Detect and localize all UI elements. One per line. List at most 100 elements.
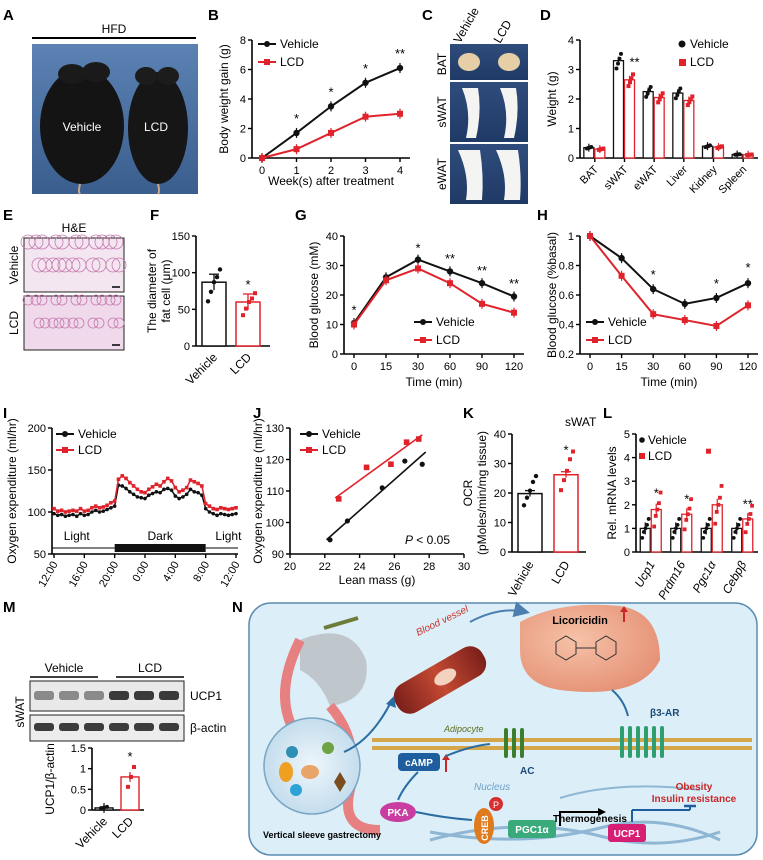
data-point [131,484,136,488]
adipocyte-cell [50,294,62,306]
y-tick-label: 1.5 [71,743,86,755]
data-point [660,91,665,96]
y-axis-label: (pMoles/min/mg tissue) [475,431,489,555]
data-point [388,461,394,468]
data-point [126,784,130,789]
y-tick-label: 120 [266,455,284,467]
panel-e: E H&E Vehicle LCD [3,207,127,351]
significance-mark: ** [445,251,455,266]
series-line-vehicle [261,67,401,159]
data-point [234,511,238,516]
data-point [52,511,56,516]
adipocyte-cell [111,257,127,273]
data-point [203,506,208,511]
data-point [211,506,216,511]
data-point [571,449,575,454]
b3ar-label: β3-AR [650,708,680,719]
data-point [105,507,109,512]
data-point [188,478,193,482]
ucp1-box [608,824,646,842]
data-point [707,517,712,521]
y-tick-label: 1 [624,523,630,535]
ucp1-band [84,691,104,700]
data-point [200,493,204,498]
x-axis-label: Lean mass (g) [339,573,416,587]
ac-label: AC [520,766,534,777]
ucp1-band [59,691,79,700]
data-point [647,88,652,93]
bar-vehicle [642,90,654,159]
data-point [643,526,648,531]
adipocyte-cell [39,317,51,329]
p-symbol: P [405,533,413,547]
camp-box [398,753,440,771]
legend-marker [639,437,645,443]
data-point [351,321,357,328]
data-point [362,113,369,120]
x-tick-label: 120 [739,361,757,373]
significance-mark: * [684,492,689,507]
legend-marker [678,40,686,48]
data-point [677,517,682,521]
data-point [181,495,185,499]
data-point [738,517,743,521]
outlier-point [706,448,711,454]
x-tick-label: 24 [353,561,365,573]
x-axis-label: Time (min) [641,375,698,389]
y-tick-label: 4 [568,35,574,47]
data-point [55,509,60,513]
data-point [626,84,631,89]
data-point [124,476,128,481]
data-point [562,478,566,483]
thermogenesis-label: Thermogenesis [553,814,627,825]
data-point [720,144,724,149]
adipocyte-cell [93,317,105,329]
data-point [415,436,422,442]
data-point [230,506,235,511]
blot-group-lcd: LCD [138,661,162,675]
data-point [59,508,64,513]
legend-label: LCD [608,333,632,347]
significance-mark: * [363,61,368,76]
x-tick-label: Vehicle [505,558,537,599]
data-point [226,507,231,512]
significance-mark: ** [509,276,519,291]
data-point [744,280,752,287]
significance-mark: * [745,260,750,275]
data-point [162,487,166,492]
x-tick-label: 28 [423,561,435,573]
data-point [719,484,724,488]
data-point [124,486,128,491]
data-point [211,511,216,516]
data-point [63,510,68,514]
data-point [101,509,106,513]
data-point [682,527,687,532]
data-point [181,488,185,492]
blot-label-ucp1: UCP1 [190,689,222,703]
adipocyte-cell [45,257,61,273]
adipocyte-cell [102,234,118,250]
panel-m-blot: Vehicle LCD UCP1 β-actin sWAT [13,661,226,742]
data-point [293,146,300,153]
data-point [446,268,454,275]
x-tick-label: Liver [665,163,691,189]
data-point [670,535,675,540]
data-point [135,487,140,492]
x-tick-label: BAT [578,163,601,186]
data-point [527,488,533,493]
pka-shape [380,802,416,822]
significance-mark: ** [629,55,639,70]
data-point [109,500,113,505]
adipocyte-cell [56,294,68,306]
adipocyte-cell [85,257,101,273]
legend-label: Vehicle [280,37,319,51]
data-point [655,507,660,512]
hfd-label: HFD [102,22,127,36]
vsg-label: Vertical sleeve gastrectomy [263,830,381,840]
adipocyte-cell [53,317,65,329]
significance-mark: * [351,303,356,318]
data-point [737,152,742,157]
